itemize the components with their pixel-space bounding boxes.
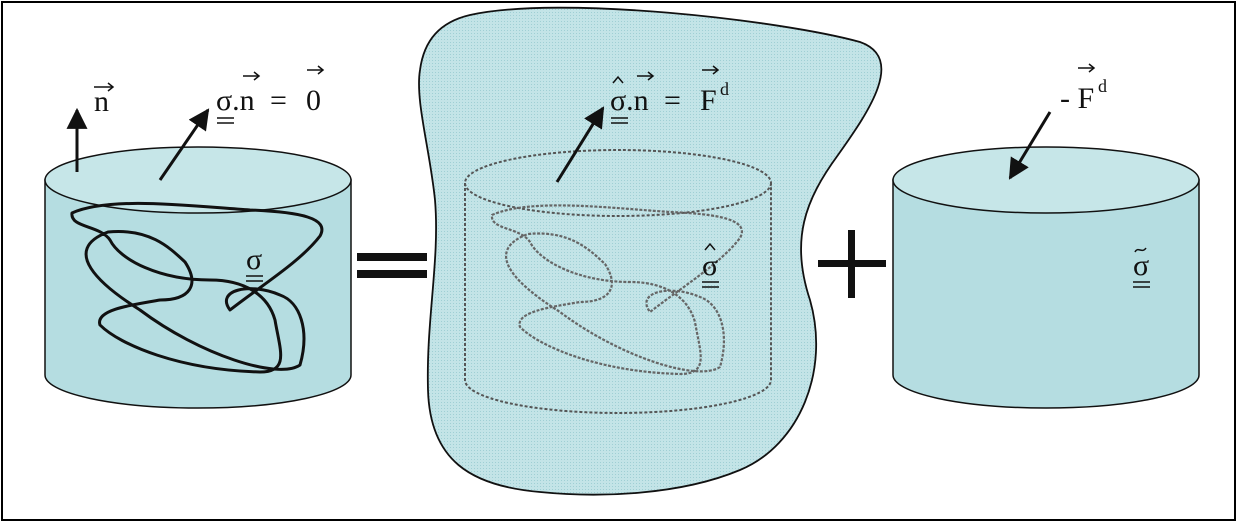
left-eq-lhs: σ.n: [216, 84, 255, 117]
right-sigma: σ: [1133, 249, 1149, 282]
applied-force-arrow: [1008, 111, 1052, 180]
left-eq-rhs: 0: [306, 84, 321, 117]
normal-symbol: n: [94, 85, 109, 118]
middle-cylinder-ghost: [464, 149, 772, 414]
right-panel: - F d σ: [892, 63, 1200, 409]
plus-operator: +: [818, 230, 886, 298]
left-eq-equals: =: [270, 84, 287, 117]
middle-traction-arrow: [555, 106, 605, 183]
middle-eq-equals: =: [664, 84, 681, 117]
middle-eq-rhs: F: [700, 84, 717, 117]
force-symbol: - F: [1060, 82, 1094, 115]
right-sigma-label: σ: [1133, 247, 1150, 288]
middle-sigma: σ: [702, 249, 718, 282]
left-traction-arrow: [158, 108, 210, 181]
infinite-domain-cloud: [418, 6, 883, 496]
equals-operator: =: [357, 253, 427, 278]
left-equation: σ.n = 0: [216, 65, 325, 124]
force-sup: d: [1098, 76, 1107, 96]
normal-label: n: [94, 82, 115, 118]
middle-sigma-label: σ: [702, 242, 719, 288]
left-sigma-label: σ: [246, 243, 263, 282]
right-cylinder: [892, 146, 1200, 409]
middle-equation: σ.n = F d: [610, 65, 729, 124]
left-cylinder: [44, 146, 352, 409]
left-sigma: σ: [246, 243, 262, 276]
left-panel: n σ.n = 0 σ: [44, 65, 352, 409]
middle-panel: σ.n = F d σ: [418, 6, 883, 496]
left-tangled-curve: [70, 201, 324, 374]
applied-force-label: - F d: [1060, 63, 1107, 115]
middle-tangled-curve: [490, 204, 743, 376]
middle-eq-rhs-sup: d: [720, 79, 729, 99]
middle-eq-lhs: σ.n: [610, 84, 649, 117]
